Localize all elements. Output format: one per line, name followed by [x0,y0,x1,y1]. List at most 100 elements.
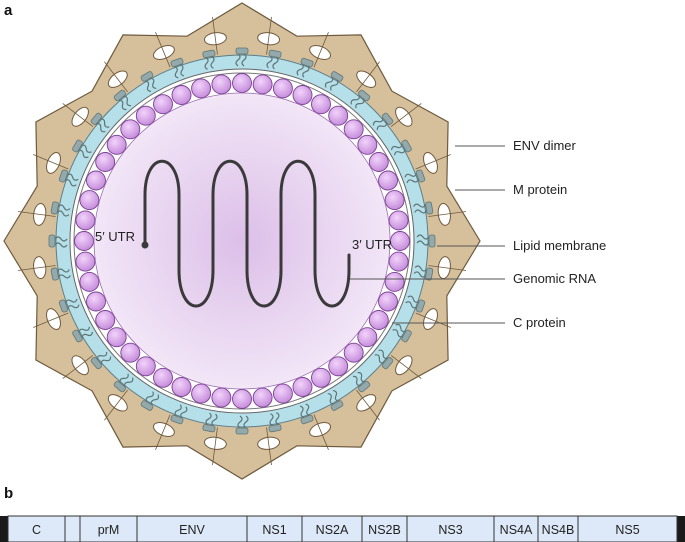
m-protein-head [50,267,59,281]
genome-segment-label: NS4B [542,523,575,537]
m-protein-helix [352,371,366,387]
m-protein [352,371,371,393]
c-protein-bead [171,85,192,105]
c-protein-bead [135,356,156,377]
m-protein-helix [413,203,428,214]
m-protein-head [72,139,83,153]
genome-segment [301,515,363,542]
c-protein-bead [79,271,100,292]
env-dimer-boundary [266,16,272,55]
env-dimer-boundary [33,312,69,328]
genome-5-prime-cap [0,516,8,542]
genome-segment-label: prM [98,523,120,537]
env-dimer-boundary [428,211,467,217]
m-protein [72,139,92,159]
m-protein [413,201,434,215]
env-dimer-boundary [356,61,380,93]
genome-segment-label: C [32,523,41,537]
c-protein-bead [343,342,364,363]
callout-lipid-membrane: Lipid membrane [437,238,606,253]
c-protein-bead [135,105,156,126]
c-protein-bead [171,377,192,397]
m-protein [170,57,185,79]
m-protein [235,47,249,67]
m-protein-head [72,329,83,343]
m-protein [90,351,112,370]
m-protein-head [428,234,436,248]
m-protein-helix [416,234,430,246]
m-protein [324,71,344,91]
c-protein-bead [368,152,389,172]
c-protein-bead [378,170,398,191]
m-protein [113,373,134,393]
c-protein-bead [79,190,100,211]
m-protein-helix [78,326,94,339]
m-protein-helix [118,95,132,111]
genome-segment [577,515,678,542]
m-protein [58,169,79,187]
m-protein [416,234,436,248]
c-protein-bead [311,94,331,115]
c-protein-bead [328,105,349,126]
env-dimer-boundary [428,265,467,271]
m-protein-helix [413,265,428,278]
m-protein-helix [56,268,71,279]
callout-c-protein-label: C protein [513,315,566,330]
m-protein-helix [65,298,80,309]
genome-segment [7,515,66,542]
c-protein-bead [328,356,349,377]
m-protein-helix [324,76,339,91]
m-protein-helix [350,95,365,109]
m-protein-head [268,424,282,433]
m-protein-head [415,169,426,183]
m-protein-head [358,89,371,102]
c-protein-bead [106,134,127,155]
c-protein-bead [211,387,232,408]
m-protein [235,415,249,435]
m-protein-head [381,112,394,125]
env-dimer-boundary [356,389,380,421]
c-protein-bead [357,134,378,155]
c-protein-bead [384,190,405,211]
utr3-label: 3′ UTR [352,237,392,252]
c-protein-bead [153,367,173,388]
env-dimer-boundary [104,389,128,421]
m-protein [50,201,71,217]
genome-segment-label: NS5 [615,523,639,537]
genome-3-prime-cap [677,516,685,542]
m-protein-helix [144,77,157,93]
callout-env-dimer-label: ENV dimer [513,138,577,153]
env-dimer-boundary [266,427,272,466]
c-protein-bead [384,271,405,292]
m-protein-helix [372,117,388,131]
m-protein-head [401,139,412,153]
panel-b-label: b [4,485,13,502]
m-protein-head [401,329,412,343]
env-dimer-boundary [415,312,451,328]
c-protein-bead [74,231,94,251]
c-protein-bead [292,377,313,397]
c-protein-bead [153,94,173,115]
callout-m-protein: M protein [455,182,567,197]
m-protein [299,403,314,425]
c-protein-bead [388,210,409,231]
m-protein [374,349,394,370]
m-protein-helix [56,204,71,217]
m-protein-head [90,112,103,125]
c-protein-bead [390,231,410,251]
callout-c-protein: C protein [392,315,566,330]
m-protein-head [330,71,344,82]
c-protein-bead [343,119,364,140]
c-protein-bead [368,310,389,330]
c-protein-bead [86,291,106,312]
m-protein-head [202,424,216,433]
c-protein-bead [378,291,398,312]
m-protein-helix [390,143,406,156]
m-protein [90,112,110,133]
m-protein-helix [96,118,110,133]
m-protein-head [170,414,184,425]
m-protein-head [300,57,314,68]
m-protein-head [48,234,56,248]
rna-5-prime-end [141,241,149,249]
